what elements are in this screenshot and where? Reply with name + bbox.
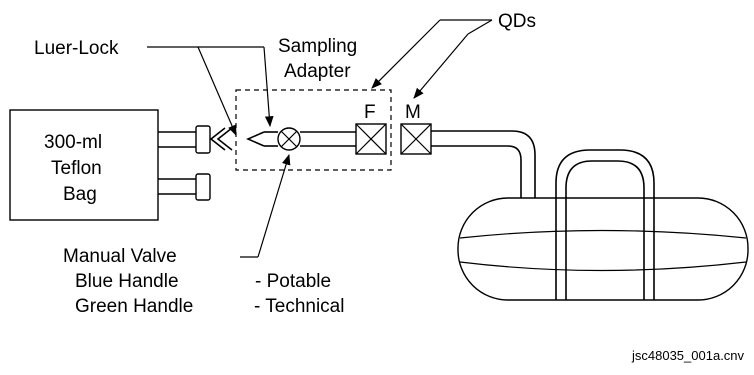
blue-handle-label: Blue Handle [75, 271, 179, 292]
bag-label-line2: Teflon [51, 158, 102, 179]
sampling-adapter-label-line2: Adapter [284, 61, 351, 82]
collection-bag [457, 149, 749, 301]
lower-bag-port [158, 173, 211, 201]
bag-label-line3: Bag [63, 184, 97, 205]
bag-label-line1: 300-ml [44, 132, 102, 153]
blue-handle-use: - Potable [255, 271, 331, 292]
manual-valve-label: Manual Valve [63, 246, 177, 267]
qd-male-label: M [405, 102, 421, 123]
sampling-adapter-label-line1: Sampling [278, 36, 357, 57]
sampling-adapter-body [246, 131, 356, 147]
qd-male-connector [400, 123, 432, 155]
file-id-label: jsc48035_001a.cnv [631, 348, 745, 363]
qds-label: QDs [498, 11, 536, 32]
manual-valve-leader [240, 153, 291, 258]
luer-lock-label: Luer-Lock [34, 38, 119, 59]
qd-female-connector [355, 123, 387, 155]
luer-lock-fitting [209, 127, 233, 151]
manual-valve-symbol [277, 127, 301, 151]
qd-female-label: F [364, 102, 376, 123]
teflon-bag-box [9, 109, 159, 221]
luer-lock-leaders [147, 46, 274, 136]
hose-to-bag [431, 130, 536, 210]
green-handle-label: Green Handle [75, 296, 193, 317]
upper-bag-port [158, 125, 211, 154]
qds-leaders [371, 19, 493, 99]
green-handle-use: - Technical [254, 296, 344, 317]
